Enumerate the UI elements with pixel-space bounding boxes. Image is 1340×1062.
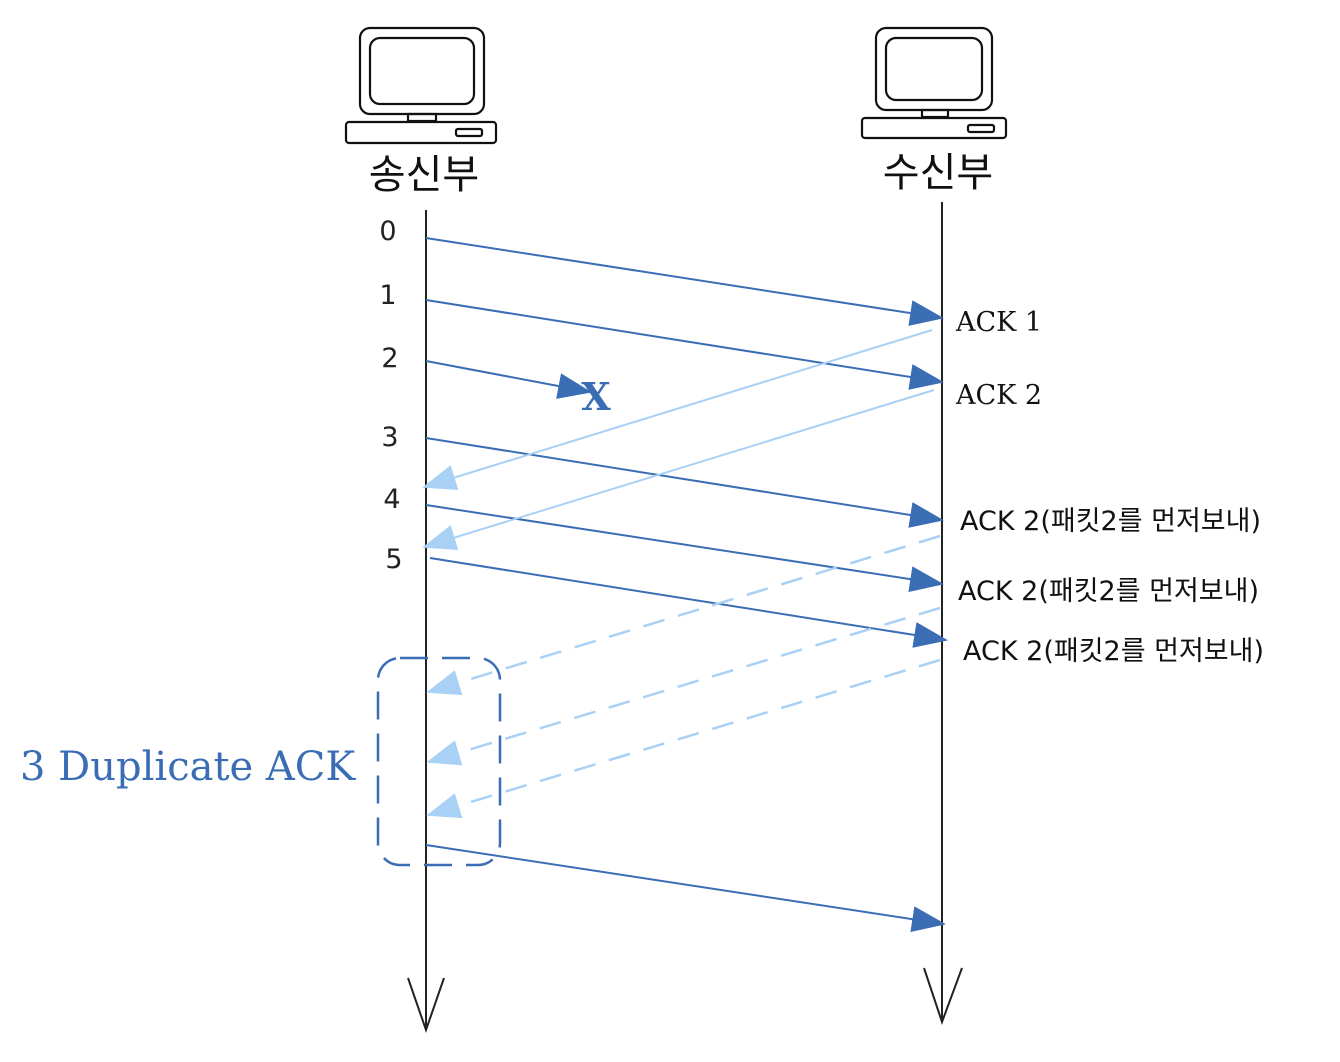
ack-label: ACK 2 — [955, 380, 1042, 411]
ack-1-arrow — [422, 329, 933, 490]
packet-label: 3 — [381, 422, 398, 453]
packet-label: 0 — [379, 216, 396, 247]
ack-2-arrow — [422, 389, 935, 551]
packet-3-arrow — [425, 437, 944, 528]
sender-label: 송신부 — [369, 152, 479, 198]
dup-ack-2-arrow — [426, 606, 941, 766]
packet-2-lost-arrow — [425, 360, 592, 399]
duplicate-ack-box — [376, 656, 502, 867]
packet-label: 1 — [379, 280, 396, 311]
sender-computer-icon — [344, 26, 498, 145]
dup-ack-3-arrow — [426, 658, 941, 819]
lost-packet-marker: X — [581, 374, 611, 419]
packet-0-arrow — [425, 237, 944, 326]
sender-timeline — [407, 210, 445, 1034]
dup-ack-1-arrow — [426, 534, 941, 696]
retransmit-arrow — [425, 844, 946, 933]
packet-4-arrow — [425, 504, 944, 593]
receiver-timeline — [923, 202, 963, 1026]
packet-1-arrow — [425, 299, 944, 390]
ack-label: ACK 2(패킷2를 먼저보내) — [958, 576, 1259, 607]
packet-label: 4 — [383, 484, 400, 515]
ack-label: ACK 2(패킷2를 먼저보내) — [960, 506, 1261, 537]
duplicate-ack-label: 3 Duplicate ACK — [20, 744, 356, 790]
ack-label: ACK 1 — [955, 307, 1042, 338]
packet-label: 5 — [385, 544, 402, 575]
ack-label: ACK 2(패킷2를 먼저보내) — [963, 636, 1264, 667]
receiver-label: 수신부 — [883, 150, 993, 196]
receiver-computer-icon — [860, 26, 1008, 140]
packet-5-arrow — [429, 557, 948, 648]
packet-label: 2 — [381, 343, 398, 374]
